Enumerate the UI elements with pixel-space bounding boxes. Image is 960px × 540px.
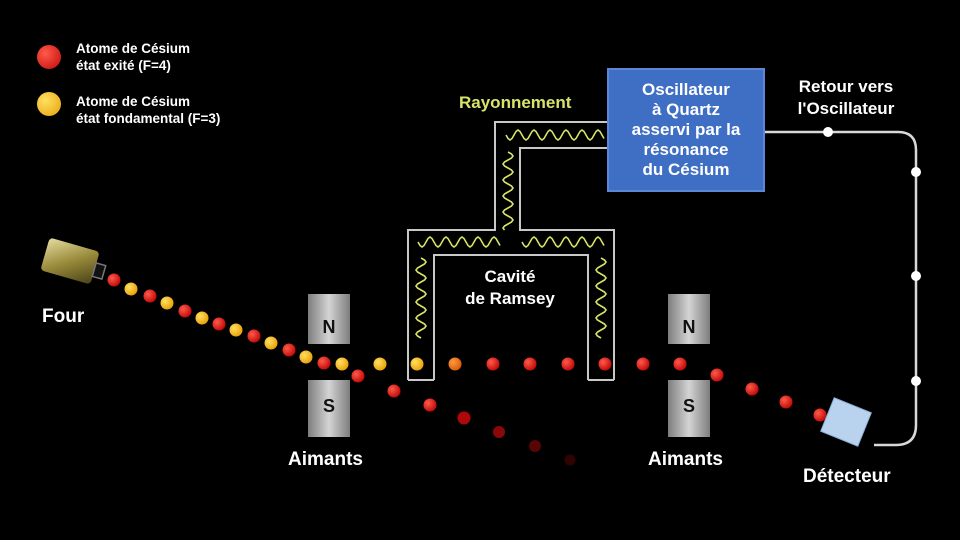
magnet-right-n-label: N <box>683 317 696 337</box>
cesium-atom <box>529 440 541 452</box>
magnets-right-label: Aimants <box>648 449 723 470</box>
oven <box>41 238 107 284</box>
magnets-left-label: Aimants <box>288 449 363 470</box>
cesium-atom <box>779 395 793 409</box>
return-line-nodes <box>823 127 921 386</box>
wave-segment <box>502 151 514 231</box>
cesium-atom <box>410 357 424 371</box>
cesium-atom <box>264 336 278 350</box>
quartz-oscillator-box: Oscillateur à Quartz asservi par la réso… <box>607 68 765 192</box>
legend-excited-dot <box>37 45 61 69</box>
oven-label: Four <box>42 306 85 327</box>
cesium-atom <box>107 273 121 287</box>
ramsey-cavity-label: Cavité de Ramsey <box>465 267 555 308</box>
wave-segment <box>417 236 501 248</box>
cesium-atom <box>247 329 261 343</box>
cesium-atom <box>448 357 462 371</box>
cesium-atom <box>636 357 650 371</box>
magnet-right-s-label: S <box>683 396 695 416</box>
cesium-atom <box>299 350 313 364</box>
cesium-atom <box>143 289 157 303</box>
cesium-atom <box>486 357 500 371</box>
cesium-atom <box>598 357 612 371</box>
cesium-atom <box>229 323 243 337</box>
return-label: Retour vers l'Oscillateur <box>797 77 895 118</box>
detector-label: Détecteur <box>803 466 891 487</box>
magnet-left-n-label: N <box>323 317 336 337</box>
cesium-atom <box>493 426 505 438</box>
wave-segment <box>505 129 605 141</box>
magnet-left <box>308 294 350 437</box>
cesium-atom <box>813 408 827 422</box>
cesium-atom <box>745 382 759 396</box>
wave-segment <box>595 257 607 339</box>
legend-ground-dot <box>37 92 61 116</box>
cesium-atoms <box>107 273 827 466</box>
ramsey-cavity <box>407 121 615 381</box>
microwave-waves <box>415 129 607 339</box>
magnet-right <box>668 294 710 437</box>
legend-excited-text: Atome de Césium état exité (F=4) <box>76 41 191 73</box>
magnet-left-s-label: S <box>323 396 335 416</box>
cesium-atom <box>457 411 471 425</box>
cesium-atom <box>124 282 138 296</box>
cesium-atom <box>373 357 387 371</box>
legend-ground-text: Atome de Césium état fondamental (F=3) <box>76 94 221 126</box>
cesium-atom <box>673 357 687 371</box>
cesium-atom <box>564 454 576 466</box>
cesium-atom <box>423 398 437 412</box>
cesium-atom <box>195 311 209 325</box>
return-line <box>765 130 918 447</box>
cesium-atom <box>351 369 365 383</box>
cesium-atom <box>561 357 575 371</box>
radiation-label: Rayonnement <box>459 93 572 112</box>
cesium-atom <box>710 368 724 382</box>
cesium-atom <box>387 384 401 398</box>
cesium-atom <box>523 357 537 371</box>
detector <box>820 397 872 447</box>
cesium-atom <box>178 304 192 318</box>
cesium-atom <box>317 356 331 370</box>
cesium-atom <box>160 296 174 310</box>
cesium-atom <box>212 317 226 331</box>
wave-segment <box>521 236 605 248</box>
cesium-atom <box>282 343 296 357</box>
cesium-atom <box>335 357 349 371</box>
wave-segment <box>415 257 427 339</box>
